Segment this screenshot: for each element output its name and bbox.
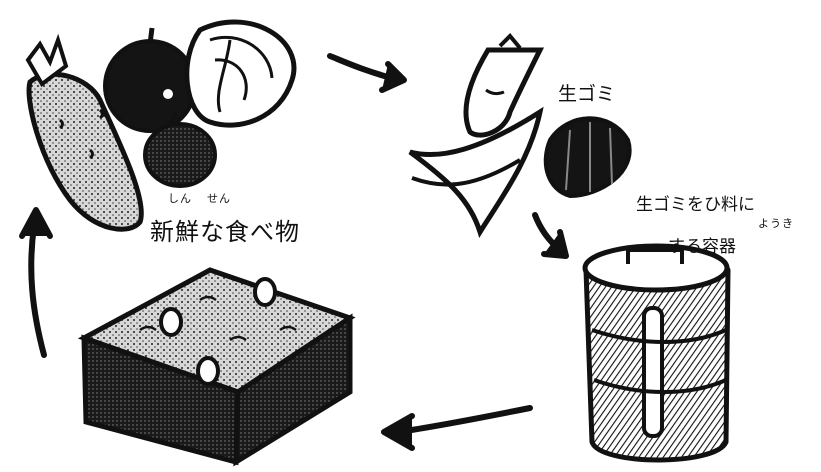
food-waste-label: 生ゴミ xyxy=(558,83,616,105)
container-label-line2: する容器 xyxy=(668,237,736,257)
fresh-food-label: 新鮮な食べ物 xyxy=(150,218,300,246)
peel-icon xyxy=(408,106,632,238)
container-ruby: ようき xyxy=(758,217,794,230)
compost-bin-icon xyxy=(582,243,731,463)
carrot-icon xyxy=(25,33,144,232)
cabbage-icon xyxy=(184,19,297,128)
cycle-arrow-icon xyxy=(19,53,569,451)
apple-core-icon xyxy=(463,33,545,138)
compost-soil-icon xyxy=(77,267,356,467)
onion-icon xyxy=(143,111,217,188)
fresh-food-ruby-2: せん xyxy=(207,192,231,205)
container-label-line1: 生ゴミをひ料に xyxy=(636,195,755,215)
fresh-food-ruby-1: しん xyxy=(168,192,192,205)
apple-icon xyxy=(103,27,197,133)
